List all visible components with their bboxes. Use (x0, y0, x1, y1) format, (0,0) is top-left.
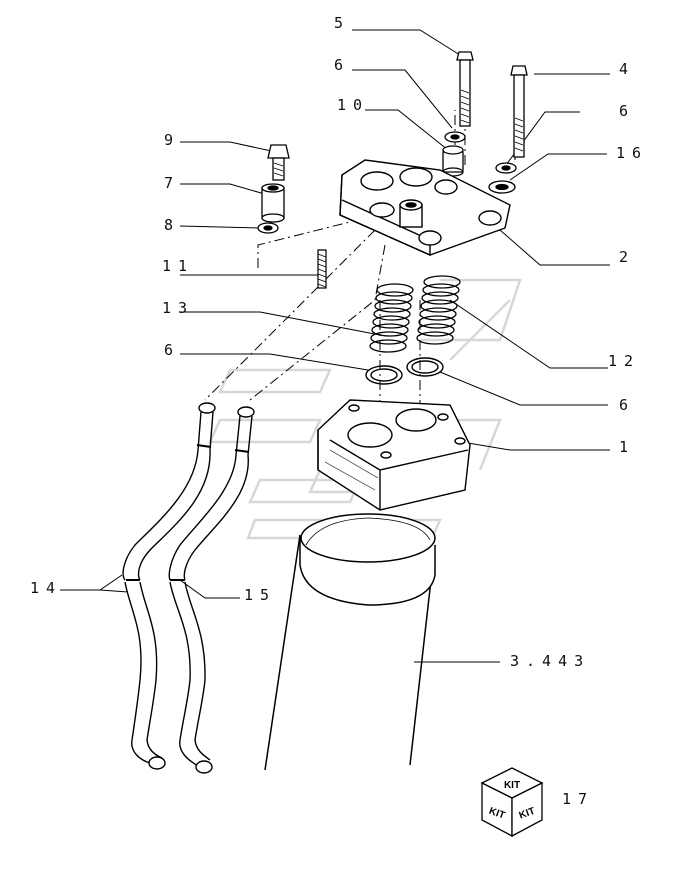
callout-8: 8 (164, 216, 181, 234)
spacer-7 (261, 183, 285, 223)
callout-17: 17 (562, 790, 595, 808)
callout-2: 2 (619, 248, 636, 266)
callout-14: 14 (30, 579, 63, 597)
bolt-5 (456, 51, 474, 127)
callout-16: 16 (616, 144, 649, 162)
callout-5: 5 (334, 14, 351, 32)
bolt-4 (510, 65, 528, 158)
bolt-9 (267, 144, 290, 181)
spring-13 (369, 283, 414, 353)
callout-1: 1 (619, 438, 636, 456)
callout-9: 9 (164, 131, 181, 149)
kit-label-left: KIT (487, 806, 506, 822)
washers-upper (444, 131, 517, 194)
washer-8 (257, 222, 279, 234)
callout-12: 12 (608, 352, 641, 370)
callout-6-left: 6 (164, 341, 181, 359)
hose-14 (122, 402, 216, 770)
callout-13: 13 (162, 299, 195, 317)
o-rings-6 (365, 357, 444, 385)
spring-12 (416, 275, 461, 345)
callout-10: 10 (337, 96, 370, 114)
leader-lines (60, 29, 610, 663)
hose-15 (168, 406, 255, 774)
kit-label-right: KIT (518, 806, 537, 822)
callout-11: 11 (162, 257, 195, 275)
cylinder-3-443 (264, 513, 436, 771)
stud-11 (317, 249, 327, 289)
callout-15: 15 (244, 586, 277, 604)
callout-4: 4 (619, 60, 636, 78)
callout-7: 7 (164, 174, 181, 192)
kit-icon (480, 767, 544, 838)
kit-label-top: KIT (504, 780, 520, 791)
top-cover-2 (339, 159, 511, 257)
valve-body-1 (317, 399, 471, 511)
callout-3-443: 3.443 (510, 652, 591, 670)
callout-6-lower: 6 (619, 396, 636, 414)
callout-6-top: 6 (334, 56, 351, 74)
callout-6-right: 6 (619, 102, 636, 120)
